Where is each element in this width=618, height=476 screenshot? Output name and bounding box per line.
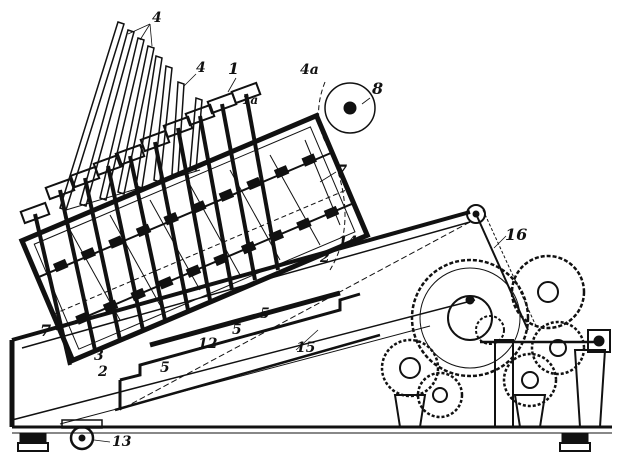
wheel-13 <box>61 419 103 451</box>
key-stems <box>19 81 341 366</box>
label-12: 12 <box>198 336 218 352</box>
baseplate <box>12 425 612 452</box>
dashed-guide <box>318 81 346 271</box>
label-4a-top: 4 <box>152 10 162 26</box>
label-16: 16 <box>505 225 527 244</box>
label-7-right: 7 <box>336 161 347 180</box>
leader-lines <box>55 23 507 443</box>
label-2-left: 2 <box>97 364 108 380</box>
label-5-a: 5 <box>160 360 170 376</box>
label-1: 1 <box>228 59 239 78</box>
comb-teeth-lower <box>75 205 340 325</box>
lever-16 <box>119 204 537 411</box>
gear-train <box>380 254 611 428</box>
label-3: 3 <box>94 348 104 364</box>
label-4a-dash: 4a <box>300 62 319 78</box>
roller-8 <box>324 82 376 134</box>
label-15: 15 <box>296 340 315 356</box>
label-4a-mid: 4 <box>196 60 206 76</box>
label-5-c: 5 <box>260 306 270 322</box>
callout-labels: 1 1a 4 4 4a 8 7 7 14 2 2 3 5 5 5 12 15 1… <box>40 10 527 450</box>
label-5-b: 5 <box>232 322 242 338</box>
key-case <box>18 112 371 364</box>
label-13: 13 <box>112 434 132 450</box>
label-8: 8 <box>371 79 383 98</box>
label-2-right: 2 <box>319 250 330 266</box>
label-7-left: 7 <box>40 321 51 340</box>
label-1a: 1a <box>242 93 258 107</box>
label-14: 14 <box>338 234 357 250</box>
